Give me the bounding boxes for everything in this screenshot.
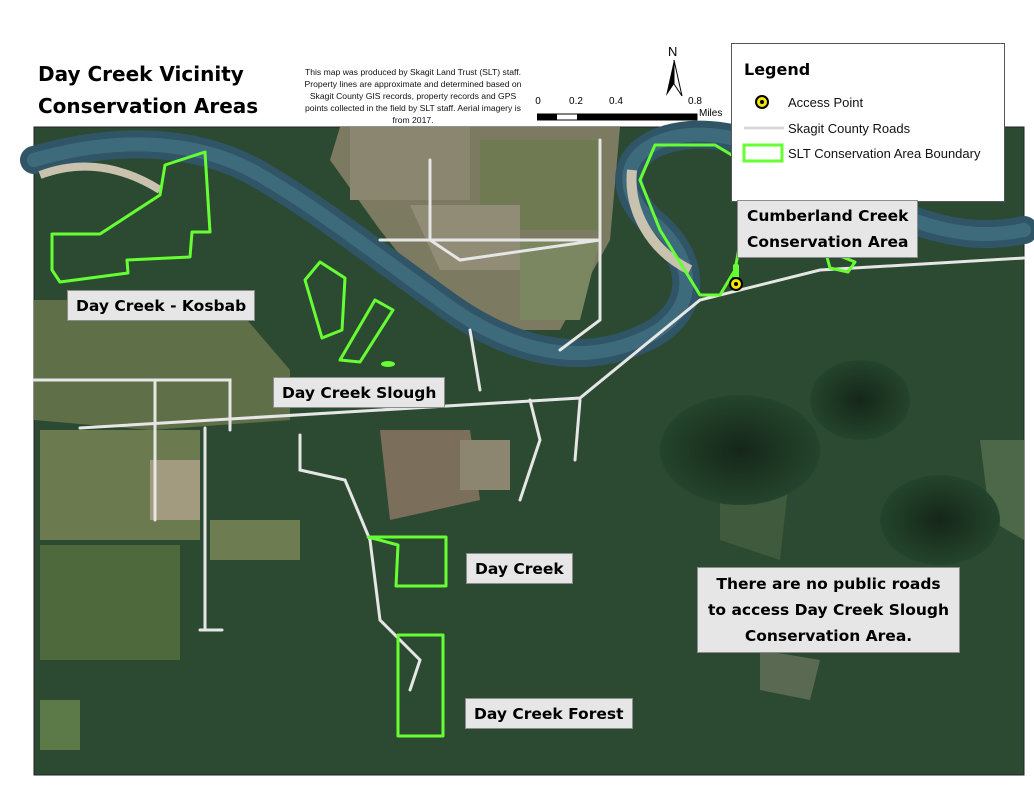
scale-bar: 0 0.2 0.4 0.8 Miles [530,96,730,128]
scale-tick-3: 0.8 [688,96,702,107]
slough-boundary-east [338,298,395,364]
label-day-creek[interactable]: Day Creek [466,553,573,584]
label-cumberland-creek[interactable]: Cumberland Creek Conservation Area [737,200,919,258]
cumberland-boundary-east [823,248,857,274]
scale-tick-0: 0 [535,96,541,107]
farmland-north [330,127,620,330]
legend-item-roads: Skagit County Roads [732,118,1004,140]
no-public-roads-note: There are no public roads to access Day … [697,567,961,653]
note-line2: to access Day Creek Slough [708,601,950,619]
legend-title: Legend [744,60,811,79]
farmland-west [34,300,510,660]
label-day-creek-slough[interactable]: Day Creek Slough [273,377,446,408]
scale-unit: Miles [699,108,723,119]
map-credit: This map was produced by Skagit Land Tru… [304,67,522,125]
access-point-icon [755,95,769,109]
north-arrow: N [660,44,688,98]
legend-item-access-point: Access Point [732,92,1004,114]
legend-item-boundary: SLT Conservation Area Boundary [732,143,1004,165]
forest-boundary [396,633,445,738]
label-cumberland-line2: Conservation Area [747,233,909,251]
kosbab-boundary [50,150,212,284]
label-cumberland-line1: Cumberland Creek [747,207,909,225]
slough-boundary-west [303,260,347,340]
note-line1: There are no public roads [716,575,941,593]
slough-small-parcel [381,361,395,367]
map-title: Day Creek Vicinity Conservation Areas [38,58,258,122]
legend: Legend Access Point Skagit County Roads … [731,43,1005,202]
scale-tick-1: 0.2 [569,96,583,107]
note-line3: Conservation Area. [744,627,913,645]
road-line-icon [744,126,784,130]
mountain-shading [660,360,1000,565]
boundary-icon [742,143,784,163]
label-day-creek-forest[interactable]: Day Creek Forest [465,698,633,729]
label-day-creek-kosbab[interactable]: Day Creek - Kosbab [67,290,256,321]
scale-bar-graphic [537,113,698,121]
county-roads [32,138,1026,692]
north-label: N [668,44,678,59]
legend-label-access-point: Access Point [788,95,864,110]
legend-label-roads: Skagit County Roads [788,121,911,136]
day-creek-boundary [366,535,448,588]
access-point-marker[interactable] [729,264,743,291]
map-title-line1: Day Creek Vicinity [38,62,244,86]
map-title-line2: Conservation Areas [38,94,259,118]
scale-tick-2: 0.4 [609,96,623,107]
legend-label-boundary: SLT Conservation Area Boundary [788,146,981,161]
